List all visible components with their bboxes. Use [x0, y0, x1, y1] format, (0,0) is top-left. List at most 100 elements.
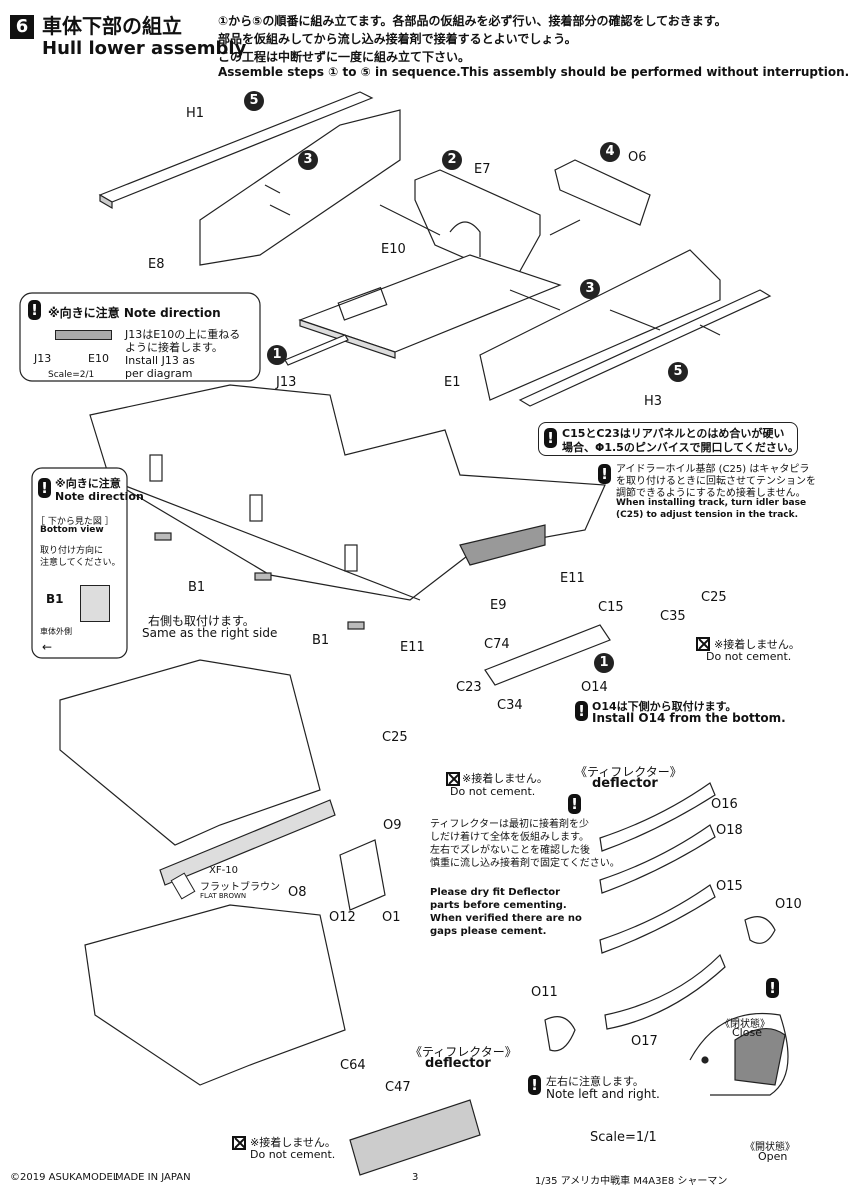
instruction-jp-2: 部品を仮組みしてから流し込み接着剤で接着するとよいでしょう。	[218, 32, 577, 46]
attach-jp-1: 取り付け方向に	[40, 546, 104, 556]
part-label-e11: E11	[400, 640, 425, 655]
caution-marker: !	[575, 701, 588, 721]
o14-note-jp: O14は下側から取付けます。	[592, 700, 737, 713]
no-cement-jp: ※接着しません。	[462, 772, 548, 785]
no-cement-jp: ※接着しません。	[714, 638, 800, 651]
part-label-e9: E9	[490, 598, 507, 613]
step-circle-3a: 3	[298, 150, 318, 170]
deflector-note-en-3: When verified there are no	[430, 913, 582, 924]
part-label-c34: C34	[497, 698, 523, 713]
deflector-note-jp-3: 左右でズレがないことを確認した後	[430, 845, 590, 856]
c15-note-box	[538, 422, 798, 456]
part-label-o17: O17	[631, 1034, 658, 1049]
instruction-jp-1: ①から⑤の順番に組み立てます。各部品の仮組みを必ず行い、接着部分の確認をしておき…	[218, 14, 727, 28]
bottom-view-en: Bottom view	[40, 525, 104, 535]
note-direction-jp-2: ように接着します。	[125, 341, 223, 354]
bottom-deflector-title-en: deflector	[425, 1056, 491, 1071]
part-label-o15: O15	[716, 879, 743, 894]
part-label-c64: C64	[340, 1058, 366, 1073]
no-cement-en: Do not cement.	[450, 785, 536, 798]
part-label-e7: E7	[474, 162, 491, 177]
same-side-jp: 右側も取付けます。	[148, 614, 255, 628]
left-note-b1: B1	[46, 592, 64, 606]
no-cement-en: Do not cement.	[250, 1148, 336, 1161]
part-label-e11: E11	[560, 571, 585, 586]
caution-marker: !	[766, 978, 779, 998]
instruction-jp-3: この工程は中断せずに一度に組み立て下さい。	[218, 50, 471, 64]
note-scale: Scale=2/1	[48, 370, 95, 380]
footer-made-in: MADE IN JAPAN	[115, 1172, 191, 1183]
deflector-title-en: deflector	[592, 776, 658, 791]
deflector-note-jp-1: ティフレクターは最初に接着剤を少	[430, 819, 589, 830]
note-direction-en-2: per diagram	[125, 367, 193, 380]
deflector-note-jp-2: しだけ着けて全体を仮組みします。	[430, 832, 589, 843]
note-direction-en-1: Install J13 as	[125, 354, 195, 367]
caution-marker: !	[598, 464, 611, 484]
idler-note-en-1: When installing track, turn idler base	[616, 498, 807, 508]
deflector-note-en-4: gaps please cement.	[430, 926, 547, 937]
no-cement-icon	[446, 772, 460, 786]
section-title-en: Hull lower assembly	[42, 38, 247, 59]
left-note-title-jp: ※向きに注意	[55, 477, 121, 490]
part-label-c35: C35	[660, 609, 686, 624]
idler-note-jp-2: を取り付けるときに回転させてテンションを	[616, 476, 816, 487]
step-circle-2: 2	[442, 150, 462, 170]
deflector-note-en-1: Please dry fit Deflector	[430, 887, 561, 898]
paint-code: XF-10	[209, 865, 238, 876]
deflector-note-jp-4: 慎重に流し込み接着剤で固定てください。	[430, 858, 620, 869]
left-right-jp: 左右に注意します。	[546, 1075, 644, 1088]
note-j13-label: J13	[34, 352, 52, 365]
part-label-h3: H3	[644, 394, 663, 409]
same-side-en: Same as the right side	[142, 626, 278, 640]
j13-e10-detail	[55, 330, 112, 340]
part-label-e10: E10	[381, 242, 406, 257]
outside-jp: 車体外側	[40, 627, 72, 636]
part-label-o9: O9	[383, 818, 402, 833]
part-label-c25: C25	[701, 590, 727, 605]
attach-jp-2: 注意してください。	[40, 558, 121, 568]
part-label-b1: B1	[188, 580, 206, 595]
part-label-o18: O18	[716, 823, 743, 838]
idler-note-en-2: (C25) to adjust tension in the track.	[616, 510, 799, 520]
no-cement-jp: ※接着しません。	[250, 1136, 336, 1149]
close-jp: 《閉状態》	[720, 1019, 770, 1030]
part-label-o12: O12	[329, 910, 356, 925]
part-label-o1: O1	[382, 910, 401, 925]
caution-marker: !	[28, 300, 41, 320]
note-direction-jp-1: J13はE10の上に重ねる	[125, 328, 241, 341]
footer-product-name: 1/35 アメリカ中戦車 M4A3E8 シャーマン	[535, 1176, 728, 1187]
step-circle-1: 1	[267, 345, 287, 365]
step-circle-5a: 5	[244, 91, 264, 111]
no-cement-icon	[232, 1136, 246, 1150]
part-label-c47: C47	[385, 1080, 411, 1095]
part-label-o6: O6	[628, 150, 647, 165]
part-label-e8: E8	[148, 257, 165, 272]
open-jp: 《開状態》	[745, 1142, 795, 1153]
paint-name-en: FLAT BROWN	[200, 892, 247, 900]
part-label-o8: O8	[288, 885, 307, 900]
part-label-e1: E1	[444, 375, 461, 390]
close-en: Close	[732, 1026, 762, 1039]
part-label-o16: O16	[711, 797, 738, 812]
idler-note-jp-1: アイドラーホイル基部 (C25) はキャタピラ	[616, 464, 810, 475]
instruction-en: Assemble steps ① to ⑤ in sequence.This a…	[218, 65, 849, 79]
idler-note-jp-3: 調節できるようにするため接着しません。	[616, 488, 806, 499]
paint-name-jp: フラットブラウン	[200, 882, 280, 893]
step-circle-1: 1	[594, 653, 614, 673]
part-label-o11: O11	[531, 985, 558, 1000]
open-en: Open	[758, 1150, 788, 1163]
part-label-b1: B1	[312, 633, 330, 648]
bottom-view-jp: ［ 下から見た図 ］	[36, 517, 114, 527]
deflector-title-jp: 《ティフレクター》	[575, 765, 682, 779]
caution-marker: !	[544, 428, 557, 448]
part-label-j13: J13	[276, 375, 297, 390]
part-label-o10: O10	[775, 897, 802, 912]
note-e10-label: E10	[88, 352, 109, 365]
footer-copyright: ©2019 ASUKAMODEL	[10, 1172, 119, 1183]
left-note-title-en: Note direction	[55, 490, 144, 503]
c15-note-jp-2: 場合、Φ1.5のピンバイスで開口してください。	[562, 441, 799, 454]
part-label-c74: C74	[484, 637, 510, 652]
step-circle-3b: 3	[580, 279, 600, 299]
c15-note-jp-1: C15とC23はリアパネルとのはめ合いが硬い	[562, 427, 785, 440]
